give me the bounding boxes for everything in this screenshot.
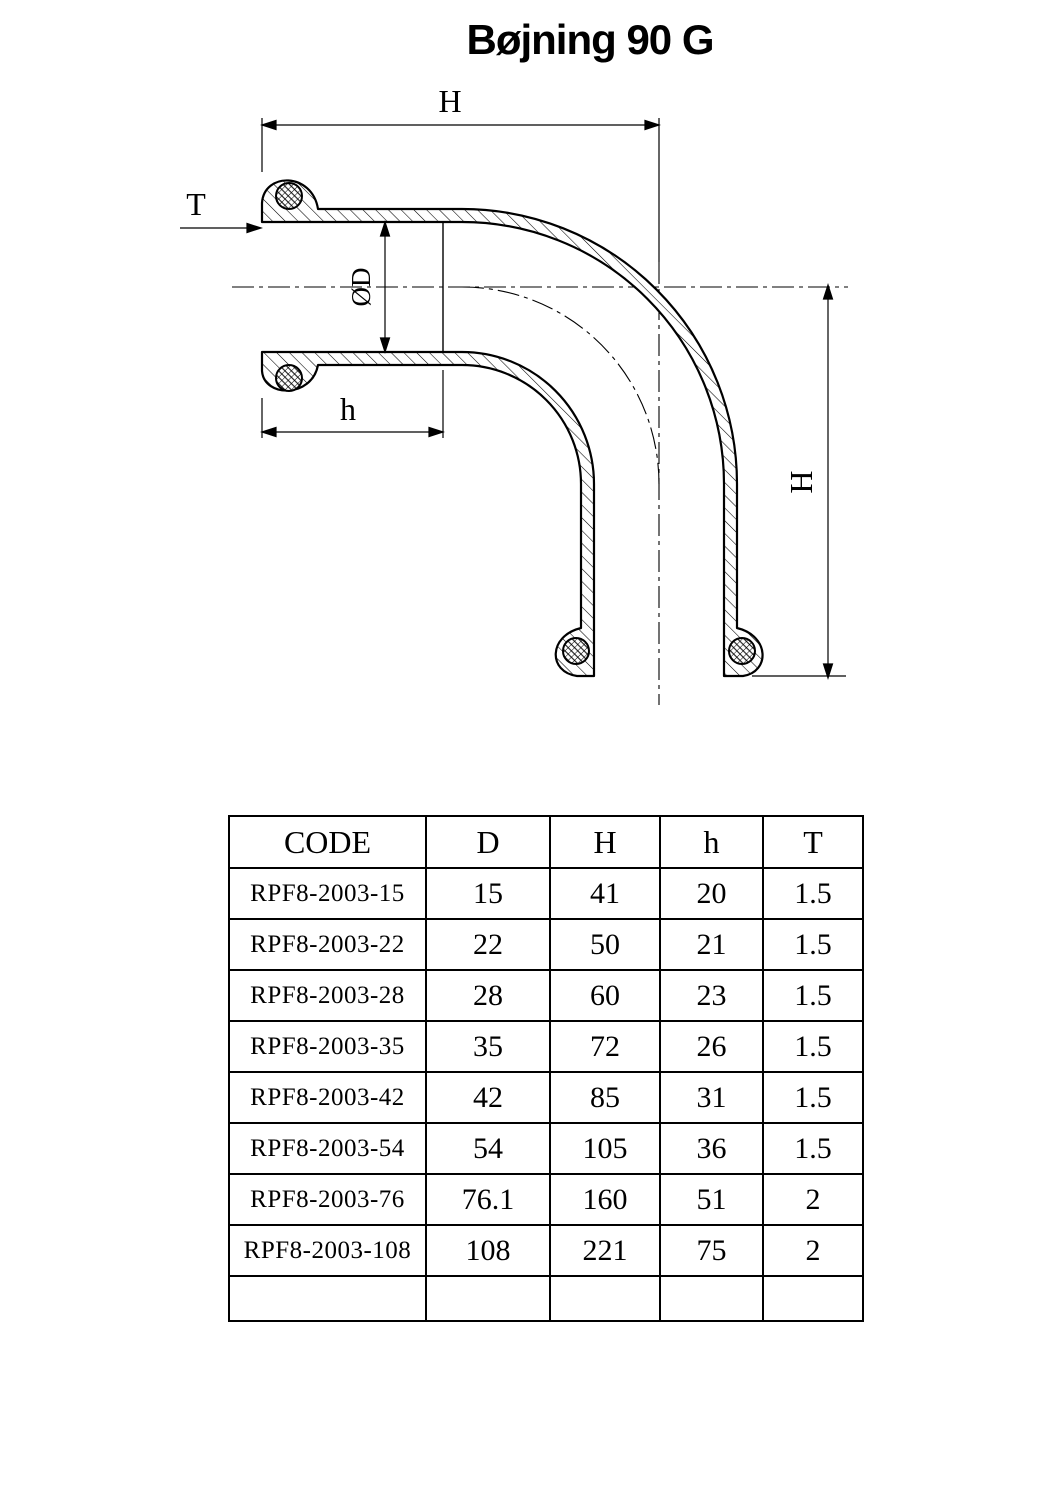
cell-h-cap: 85 xyxy=(549,1071,661,1124)
dim-label-H-right: H xyxy=(783,470,819,493)
column-header-d: D xyxy=(425,815,551,869)
cell-h: 26 xyxy=(659,1020,764,1073)
cell-d: 108 xyxy=(425,1224,551,1277)
cell-d: 15 xyxy=(425,867,551,920)
cell-t: 1.5 xyxy=(762,1071,864,1124)
table-row: RPF8-2003-35 35 72 26 1.5 xyxy=(228,1020,864,1073)
cell-h: 23 xyxy=(659,969,764,1022)
spec-table: CODE D H h T RPF8-2003-15 15 41 20 1.5 R… xyxy=(228,815,864,1322)
cell-h: 51 xyxy=(659,1173,764,1226)
table-header-row: CODE D H h T xyxy=(228,815,864,869)
table-row: RPF8-2003-76 76.1 160 51 2 xyxy=(228,1173,864,1226)
cell-code: RPF8-2003-35 xyxy=(228,1020,427,1073)
dim-label-diameter: ØD xyxy=(346,268,376,307)
cell-t: 1.5 xyxy=(762,1122,864,1175)
cell-code: RPF8-2003-42 xyxy=(228,1071,427,1124)
cell-d: 76.1 xyxy=(425,1173,551,1226)
dimension-H-top: H xyxy=(260,83,661,262)
dimension-T: T xyxy=(180,186,263,234)
cell-t: 2 xyxy=(762,1173,864,1226)
cell-h-cap: 60 xyxy=(549,969,661,1022)
dimension-H-right: H xyxy=(752,283,846,680)
dimension-h: h xyxy=(260,370,445,438)
cell-d: 54 xyxy=(425,1122,551,1175)
cell-d: 28 xyxy=(425,969,551,1022)
o-rings xyxy=(275,182,756,665)
cell-empty xyxy=(425,1275,551,1322)
cell-code: RPF8-2003-108 xyxy=(228,1224,427,1277)
column-header-code: CODE xyxy=(228,815,427,869)
elbow-outer-wall xyxy=(260,179,764,678)
cell-h: 31 xyxy=(659,1071,764,1124)
cell-h: 21 xyxy=(659,918,764,971)
cell-h-cap: 160 xyxy=(549,1173,661,1226)
elbow-inner-wall xyxy=(260,350,596,678)
cell-d: 22 xyxy=(425,918,551,971)
table-row: RPF8-2003-15 15 41 20 1.5 xyxy=(228,867,864,920)
cell-empty xyxy=(549,1275,661,1322)
centerline-bend-arc xyxy=(461,286,660,485)
cell-empty xyxy=(659,1275,764,1322)
cell-code: RPF8-2003-76 xyxy=(228,1173,427,1226)
cell-h-cap: 221 xyxy=(549,1224,661,1277)
cell-h-cap: 50 xyxy=(549,918,661,971)
dim-label-H-top: H xyxy=(438,83,461,119)
table-row: RPF8-2003-22 22 50 21 1.5 xyxy=(228,918,864,971)
table-row-empty xyxy=(228,1275,864,1322)
cell-h: 75 xyxy=(659,1224,764,1277)
cell-h: 20 xyxy=(659,867,764,920)
cell-t: 1.5 xyxy=(762,867,864,920)
dim-label-T: T xyxy=(186,186,206,222)
table-row: RPF8-2003-42 42 85 31 1.5 xyxy=(228,1071,864,1124)
dim-label-h: h xyxy=(340,391,356,427)
cell-t: 1.5 xyxy=(762,1020,864,1073)
column-header-h: h xyxy=(659,815,764,869)
page-title: Bøjning 90 G xyxy=(466,16,714,63)
cell-t: 1.5 xyxy=(762,918,864,971)
cell-h: 36 xyxy=(659,1122,764,1175)
centerlines xyxy=(232,262,848,705)
cell-code: RPF8-2003-22 xyxy=(228,918,427,971)
cell-code: RPF8-2003-15 xyxy=(228,867,427,920)
cell-h-cap: 41 xyxy=(549,867,661,920)
table-row: RPF8-2003-108 108 221 75 2 xyxy=(228,1224,864,1277)
cell-h-cap: 72 xyxy=(549,1020,661,1073)
table-row: RPF8-2003-28 28 60 23 1.5 xyxy=(228,969,864,1022)
technical-drawing: H T ØD h H xyxy=(180,83,848,705)
o-ring-bottom-outlet-left xyxy=(562,637,590,665)
cell-h-cap: 105 xyxy=(549,1122,661,1175)
table-row: RPF8-2003-54 54 105 36 1.5 xyxy=(228,1122,864,1175)
cell-empty xyxy=(228,1275,427,1322)
cell-code: RPF8-2003-54 xyxy=(228,1122,427,1175)
cell-d: 35 xyxy=(425,1020,551,1073)
column-header-h-cap: H xyxy=(549,815,661,869)
elbow-body xyxy=(260,179,764,678)
cell-code: RPF8-2003-28 xyxy=(228,969,427,1022)
cell-d: 42 xyxy=(425,1071,551,1124)
o-ring-top-left xyxy=(275,182,303,210)
cell-t: 1.5 xyxy=(762,969,864,1022)
dimension-diameter: ØD xyxy=(346,220,391,354)
cell-empty xyxy=(762,1275,864,1322)
cell-t: 2 xyxy=(762,1224,864,1277)
o-ring-bottom-left xyxy=(275,364,303,392)
column-header-t: T xyxy=(762,815,864,869)
o-ring-bottom-outlet-right xyxy=(728,637,756,665)
